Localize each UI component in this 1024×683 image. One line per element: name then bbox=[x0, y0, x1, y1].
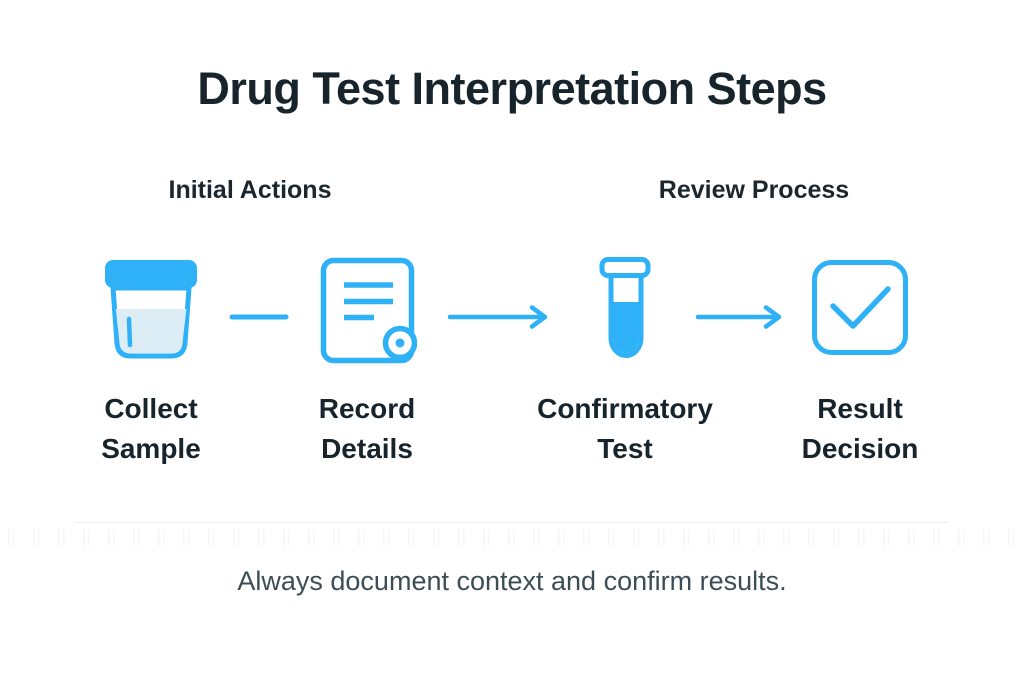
group-header-review-process: Review Process bbox=[658, 176, 850, 204]
footer-note: Always document context and confirm resu… bbox=[237, 566, 787, 596]
arrowhead bbox=[529, 305, 548, 329]
step-label-line: Record bbox=[318, 393, 416, 424]
step-label-line: Result bbox=[817, 393, 903, 424]
step-label-collect-sample: Collect Sample bbox=[41, 389, 261, 469]
step-label-record-details: Record Details bbox=[257, 389, 477, 469]
step-label-confirmatory-test: Confirmatory Test bbox=[515, 389, 735, 469]
step-label-line: Details bbox=[321, 433, 413, 464]
document-icon bbox=[320, 257, 417, 364]
step-label-line: Sample bbox=[101, 433, 201, 464]
check-square-icon bbox=[812, 260, 908, 355]
step-label-line: Decision bbox=[801, 433, 919, 464]
arrowhead bbox=[763, 305, 782, 329]
watermark-strip bbox=[8, 529, 1016, 546]
sample-cup-icon bbox=[105, 260, 197, 359]
connector-2 bbox=[448, 305, 548, 329]
test-tube-icon bbox=[599, 257, 651, 358]
connector-1 bbox=[229, 314, 289, 320]
step-label-line: Confirmatory bbox=[537, 393, 713, 424]
connector-3 bbox=[696, 305, 782, 329]
step-label-line: Collect bbox=[104, 393, 198, 424]
divider bbox=[75, 522, 948, 523]
group-header-initial-actions: Initial Actions bbox=[168, 176, 332, 204]
step-label-line: Test bbox=[597, 433, 653, 464]
step-label-result-decision: Result Decision bbox=[750, 389, 970, 469]
page-title: Drug Test Interpretation Steps bbox=[197, 63, 827, 114]
